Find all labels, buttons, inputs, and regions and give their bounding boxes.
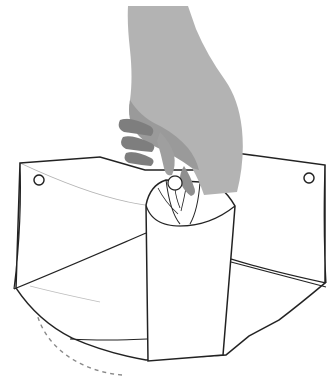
paper-cone	[146, 180, 235, 361]
